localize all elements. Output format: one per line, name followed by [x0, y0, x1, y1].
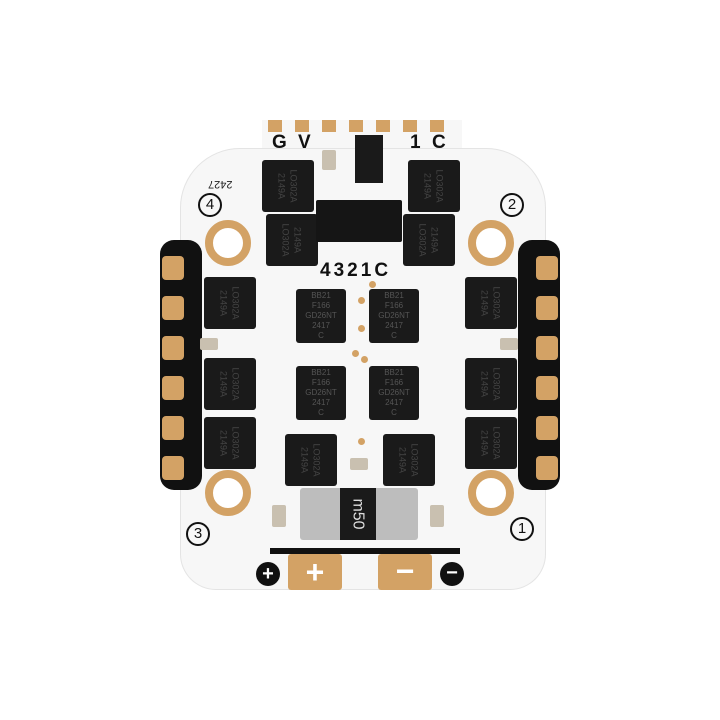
- motor-number-1: 1: [510, 517, 534, 541]
- mounting-hole: [205, 220, 251, 266]
- top-pad: [430, 120, 444, 132]
- capacitor: [500, 338, 518, 350]
- top-pad: [295, 120, 309, 132]
- motor-pad: [536, 456, 558, 480]
- motor-number-3: 3: [186, 522, 210, 546]
- test-point: [358, 325, 365, 332]
- test-point: [369, 281, 376, 288]
- pad-label-1: 1: [410, 132, 421, 153]
- test-point: [352, 350, 359, 357]
- motor-pad: [162, 256, 184, 280]
- shunt-label: m50: [340, 488, 376, 540]
- test-point: [358, 438, 365, 445]
- top-pad: [349, 120, 363, 132]
- test-point: [361, 356, 368, 363]
- motor-pad: [536, 296, 558, 320]
- motor-pad: [162, 376, 184, 400]
- connector-label: 4321C: [320, 260, 392, 281]
- signal-connector: [316, 200, 402, 242]
- capacitor: [350, 458, 368, 470]
- motor-pads-left: [160, 240, 202, 490]
- plus-icon: +: [256, 562, 280, 586]
- battery-negative-pad: −: [378, 554, 432, 590]
- motor-pad: [162, 296, 184, 320]
- top-pad: [376, 120, 390, 132]
- mounting-hole: [468, 220, 514, 266]
- top-pad: [322, 120, 336, 132]
- mounting-hole: [205, 470, 251, 516]
- motor-number-4: 4: [198, 193, 222, 217]
- top-pad: [268, 120, 282, 132]
- capacitor: [272, 505, 286, 527]
- mounting-hole: [468, 470, 514, 516]
- pad-label-v: V: [298, 132, 311, 153]
- minus-icon: −: [440, 562, 464, 586]
- capacitor: [200, 338, 218, 350]
- motor-pad: [536, 376, 558, 400]
- capacitor: [322, 150, 336, 170]
- motor-number-2: 2: [500, 193, 524, 217]
- power-bus-line: [270, 548, 460, 554]
- motor-pad: [162, 456, 184, 480]
- motor-pad: [162, 336, 184, 360]
- regulator-chip: [355, 135, 383, 183]
- motor-pad: [536, 416, 558, 440]
- pad-label-g: G: [272, 132, 287, 153]
- battery-positive-pad: +: [288, 554, 342, 590]
- silk-code: 2427: [208, 178, 233, 190]
- motor-pads-right: [518, 240, 560, 490]
- motor-pad: [536, 256, 558, 280]
- motor-pad: [162, 416, 184, 440]
- capacitor: [430, 505, 444, 527]
- test-point: [358, 297, 365, 304]
- pad-label-c: C: [432, 132, 446, 153]
- top-pad: [403, 120, 417, 132]
- motor-pad: [536, 336, 558, 360]
